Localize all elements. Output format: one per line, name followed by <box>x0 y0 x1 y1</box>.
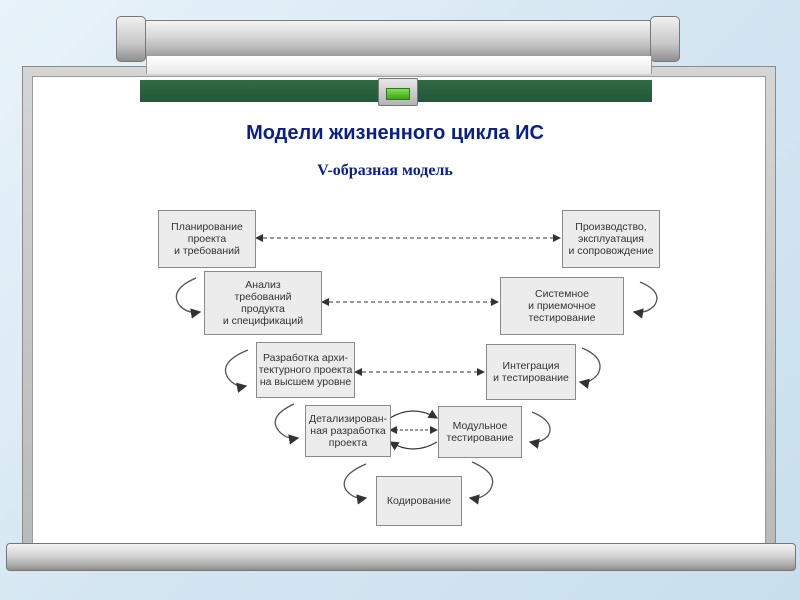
stage-system-testing-label: Системное и приемочное тестирование <box>528 288 596 324</box>
curve-arrow-right-2 <box>578 347 601 389</box>
stage-requirements-analysis-label: Анализ требований продукта и спецификаци… <box>222 279 304 327</box>
curve-arrow-left-2 <box>224 349 249 393</box>
stage-coding: Кодирование <box>376 476 462 526</box>
slide-subtitle: V-образная модель <box>317 162 453 179</box>
stage-planning-label: Планирование проекта и требований <box>171 221 243 257</box>
stage-production-label: Производство, эксплуатация и сопровожден… <box>568 221 654 257</box>
pull-clip-indicator <box>386 88 410 100</box>
stage-detailed-design-label: Детализирован- ная разработка проекта <box>308 413 388 449</box>
stage-integration-label: Интеграция и тестирование <box>493 360 569 384</box>
stage-integration: Интеграция и тестирование <box>486 344 576 400</box>
stage-system-testing: Системное и приемочное тестирование <box>500 277 624 335</box>
stage-production: Производство, эксплуатация и сопровожден… <box>562 210 660 268</box>
stage-unit-testing-label: Модульное тестирование <box>446 420 514 444</box>
roller-cap-right <box>650 16 680 62</box>
curve-arrow-left-3 <box>274 403 300 445</box>
stage-requirements-analysis: Анализ требований продукта и спецификаци… <box>204 271 322 335</box>
arc-detailed-unit-bottom <box>388 441 438 451</box>
slide-title: Модели жизненного цикла ИС <box>246 122 544 144</box>
stage-detailed-design: Детализирован- ная разработка проекта <box>305 405 391 457</box>
roller-cap-left <box>116 16 146 62</box>
stage-architecture-design: Разработка архи- тектурного проекта на в… <box>256 342 355 398</box>
curve-arrow-left-4 <box>343 463 368 505</box>
curve-arrow-left-1 <box>175 277 202 319</box>
curve-arrow-right-3 <box>528 411 551 449</box>
bottom-roller <box>6 543 796 571</box>
curve-arrow-right-1 <box>632 281 658 319</box>
stage-architecture-design-label: Разработка архи- тектурного проекта на в… <box>258 352 353 388</box>
curve-arrow-right-4 <box>468 461 494 505</box>
screen-pull-strip <box>146 56 652 74</box>
stage-unit-testing: Модульное тестирование <box>438 406 522 458</box>
arc-detailed-unit-top <box>389 409 439 419</box>
stage-coding-label: Кодирование <box>386 495 452 507</box>
stage-planning: Планирование проекта и требований <box>158 210 256 268</box>
